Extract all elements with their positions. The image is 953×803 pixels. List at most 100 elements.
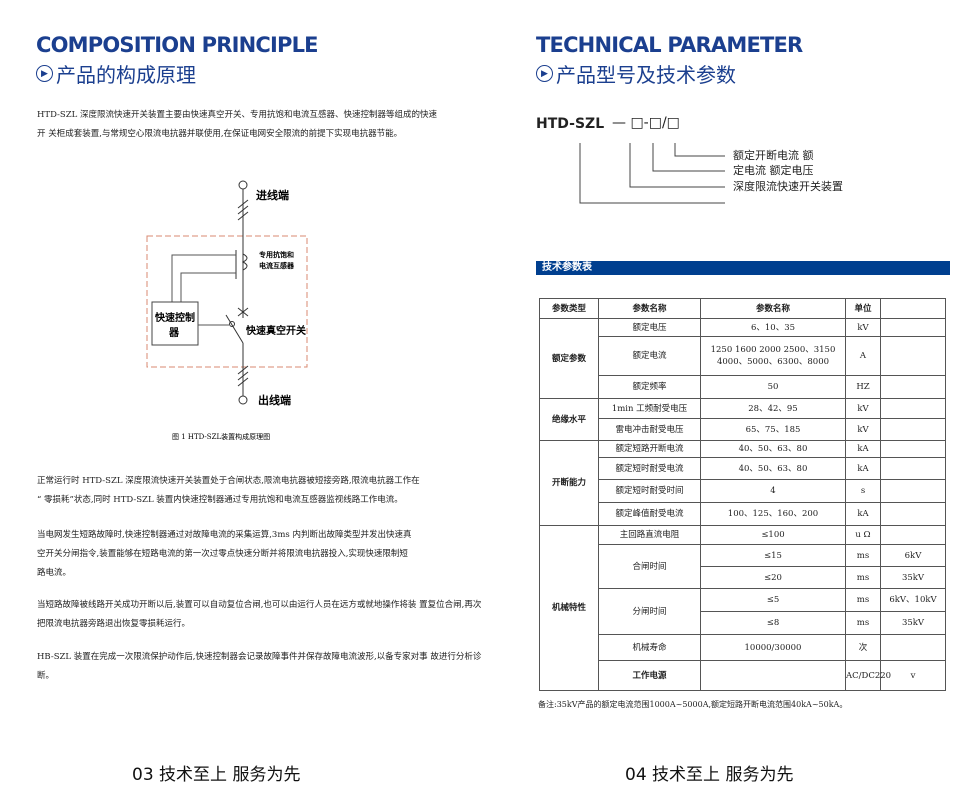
composition-title-en: COMPOSITION PRINCIPLE — [36, 33, 319, 57]
header-cell: 参数名称 — [598, 298, 701, 319]
name-cell: 机械寿命 — [598, 634, 701, 661]
value-line: 1250 1600 2000 2500、3150 — [710, 345, 836, 355]
ct-label: 电流互感器 — [259, 261, 295, 270]
technical-title-en: TECHNICAL PARAMETER — [536, 33, 803, 57]
note-cell: 6kV — [880, 544, 946, 567]
paragraph-fault: 当电网发生短路故障时,快速控制器通过对故障电流的采集运算,3ms 内判断出故障类… — [37, 526, 527, 583]
name-cell: 主回路直流电阻 — [598, 525, 701, 545]
value-cell: 4 — [700, 479, 846, 503]
unit-cell: kV — [845, 318, 881, 337]
name-cell: 额定短路开断电流 — [598, 440, 701, 458]
device-boundary — [146, 235, 308, 368]
unit-cell: kA — [845, 440, 881, 458]
model-label: 额定开断电流 额 — [733, 149, 814, 162]
name-cell: 额定电流 — [598, 336, 701, 376]
ct-coil — [241, 253, 248, 271]
name-cell: 合闸时间 — [598, 544, 701, 589]
text-line: 当电网发生短路故障时,快速控制器通过对故障电流的采集运算,3ms 内判断出故障类… — [37, 530, 412, 540]
unit-cell: 次 — [845, 634, 881, 661]
name-cell: 额定短时耐受电流 — [598, 457, 701, 480]
value-cell: 65、75、185 — [700, 418, 846, 441]
out-label: 出线端 — [258, 393, 291, 407]
table-header-row: 参数类型 参数名称 参数名称 单位 — [539, 298, 946, 319]
unit-cell: ms — [845, 611, 881, 635]
group-cell: 绝缘水平 — [539, 398, 599, 441]
value-cell: 40、50、63、80 — [700, 457, 846, 480]
composition-title-cn: ▶ 产品的构成原理 — [36, 59, 196, 88]
value-cell: 10000/30000 — [700, 634, 846, 661]
play-arrow-icon: ▶ — [36, 65, 53, 82]
table-row: 额定短时耐受电流 40、50、63、80 kA — [540, 457, 946, 480]
text-line: 正常运行时 HTD-SZL 深度限流快速开关装置处于合闸状态,限流电抗器被短接旁… — [37, 476, 420, 486]
value-cell: 1250 1600 2000 2500、3150 4000、5000、6300、8… — [700, 336, 846, 376]
unit-cell: kV — [845, 398, 881, 419]
table-row: 分闸时间 ≤5 ms 6kV、10kV — [540, 588, 946, 635]
header-cell — [880, 298, 946, 319]
table-row: 开断能力 额定短路开断电流 40、50、63、80 kA — [539, 440, 946, 526]
text-line: 空开关分闸指令,装置能够在短路电流的第一次过零点快速分断并将限流电抗器投入,实现… — [37, 549, 408, 559]
figure-caption: 图 1 HTD-SZL装置构成原理图 — [172, 432, 270, 441]
unit-cell: ms — [845, 544, 881, 567]
footer-right: 04 技术至上 服务为先 — [625, 765, 794, 785]
table-row: 额定频率 50 HZ — [540, 375, 946, 399]
switch-label: 快速真空开关 — [245, 324, 306, 337]
text-line: 当短路故障被线路开关成功开断以后,装置可以自动复位合闸,也可以由运行人员在远方或… — [37, 600, 482, 610]
table-row: 额定参数 额定电压 6、10、35 kV — [539, 318, 946, 399]
value-cell: ≤100 — [700, 525, 846, 545]
name-cell: 额定短时耐受时间 — [598, 479, 701, 503]
paragraph-reset: 当短路故障被线路开关成功开断以后,装置可以自动复位合闸,也可以由运行人员在远方或… — [37, 596, 527, 634]
value-cell: 28、42、95 — [700, 398, 846, 419]
group-cell: 开断能力 — [539, 440, 599, 526]
header-cell: 参数名称 — [700, 298, 846, 319]
table-row: 额定峰值耐受电流 100、125、160、200 kA — [540, 502, 946, 526]
unit-cell: kA — [845, 502, 881, 526]
value-cell: ≤20 — [700, 566, 846, 589]
value-cell: ≤15 — [700, 544, 846, 567]
table-row: ≤8 ms 35kV — [540, 611, 946, 635]
text-line: HTD-SZL 深度限流快速开关装置主要由快速真空开关、专用抗饱和电流互感器、快… — [37, 110, 438, 120]
group-cell: 额定参数 — [539, 318, 599, 399]
table-row: 额定短时耐受时间 4 s — [540, 479, 946, 503]
composition-diagram: 进线端 专用抗饱和 电流互感器 快速控制 器 快速真空开关 出线端 图 1 HT… — [146, 180, 308, 441]
unit-cell: v — [880, 660, 946, 691]
value-cell: ≤5 — [700, 588, 846, 612]
intro-paragraph: HTD-SZL 深度限流快速开关装置主要由快速真空开关、专用抗饱和电流互感器、快… — [37, 106, 527, 144]
unit-cell: kV — [845, 418, 881, 441]
model-code: HTD-SZL — [536, 116, 605, 132]
paragraph-recording: HB-SZL 装置在完成一次限流保护动作后,快速控制器会记录故障事件并保存故障电… — [37, 648, 527, 686]
unit-cell: s — [845, 479, 881, 503]
text-line: HB-SZL 装置在完成一次限流保护动作后,快速控制器会记录故障事件并保存故障电… — [37, 652, 482, 662]
paragraph-normal-operation: 正常运行时 HTD-SZL 深度限流快速开关装置处于合闸状态,限流电抗器被短接旁… — [37, 472, 527, 510]
table-row: 工作电源 AC/DC220 v — [540, 660, 946, 691]
value-cell: 6、10、35 — [700, 318, 846, 337]
group-cell: 机械特性 — [539, 525, 599, 691]
name-cell — [700, 660, 846, 691]
parameter-table: 参数类型 参数名称 参数名称 单位 额定参数 额定电压 6、10、35 kV 额… — [539, 298, 946, 691]
value-cell: 50 — [700, 375, 846, 399]
header-cell: 参数类型 — [539, 298, 599, 319]
unit-cell: kA — [845, 457, 881, 480]
name-cell: 1min 工频耐受电压 — [598, 398, 701, 419]
value-cell: ≤8 — [700, 611, 846, 635]
footer-left: 03 技术至上 服务为先 — [132, 765, 301, 785]
name-cell: 额定频率 — [598, 375, 701, 399]
name-cell: 雷电冲击耐受电压 — [598, 418, 701, 441]
value-line: 4000、5000、6300、8000 — [716, 357, 830, 367]
in-label: 进线端 — [256, 188, 289, 202]
text-line: 把限流电抗器旁路退出恢复零损耗运行。 — [37, 619, 191, 629]
title-cn-text: 产品型号及技术参数 — [556, 63, 736, 87]
text-line: “ 零损耗”状态,同时 HTD-SZL 装置内快速控制器通过专用抗饱和电流互感器… — [37, 495, 403, 505]
out-terminal — [238, 395, 248, 405]
controller-box — [151, 301, 199, 346]
name-cell: 额定峰值耐受电流 — [598, 502, 701, 526]
note-cell: 6kV、10kV — [880, 588, 946, 612]
model-label: 深度限流快速开关装置 — [733, 180, 843, 193]
value-cell: 40、50、63、80 — [700, 440, 846, 458]
name-cell: 分闸时间 — [598, 588, 701, 635]
value-cell: 100、125、160、200 — [700, 502, 846, 526]
switch-blade — [225, 314, 244, 344]
controller-label: 快速控制 — [154, 311, 195, 324]
text-line: 路电流。 — [37, 568, 72, 578]
unit-cell: u Ω — [845, 525, 881, 545]
unit-cell: ms — [845, 566, 881, 589]
